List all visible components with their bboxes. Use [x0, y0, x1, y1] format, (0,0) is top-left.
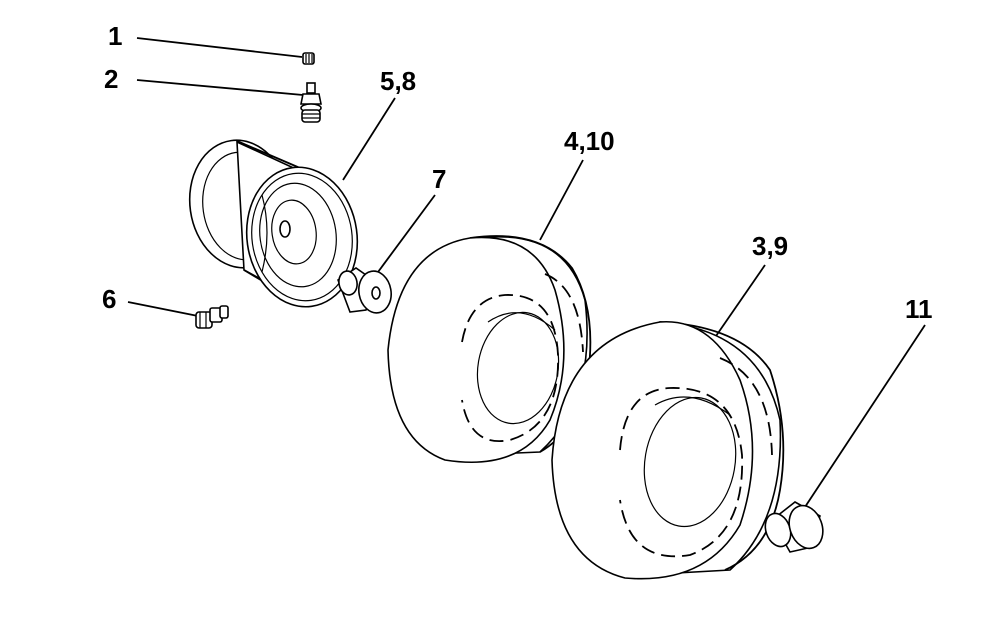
valve-stem-part — [300, 82, 322, 123]
callout-tire-front: 4,10 — [564, 126, 615, 156]
grease-fitting-part — [195, 305, 229, 329]
leader-bushing — [377, 194, 436, 273]
leader-hub-cap — [804, 324, 926, 508]
callout-valve-cap: 1 — [108, 21, 122, 51]
tire-front-part — [387, 235, 592, 464]
leader-tire-front — [539, 159, 584, 241]
leader-rim — [342, 97, 396, 181]
callout-hub-cap: 11 — [905, 294, 933, 324]
hub-cap-part — [764, 501, 824, 553]
bushing-part — [337, 267, 392, 314]
callout-grease-fitting: 6 — [102, 284, 116, 314]
leader-tire-rear — [715, 264, 766, 337]
valve-cap-part — [302, 52, 315, 65]
leader-grease-fitting — [127, 301, 199, 317]
callout-rim: 5,8 — [380, 66, 416, 96]
callout-tire-rear: 3,9 — [752, 231, 788, 261]
callout-bushing: 7 — [432, 164, 446, 194]
tire-rear-part — [551, 321, 785, 580]
leader-valve-cap — [136, 37, 303, 58]
rim-part — [188, 139, 359, 308]
leader-valve-stem — [136, 79, 304, 96]
callout-valve-stem: 2 — [104, 64, 118, 94]
